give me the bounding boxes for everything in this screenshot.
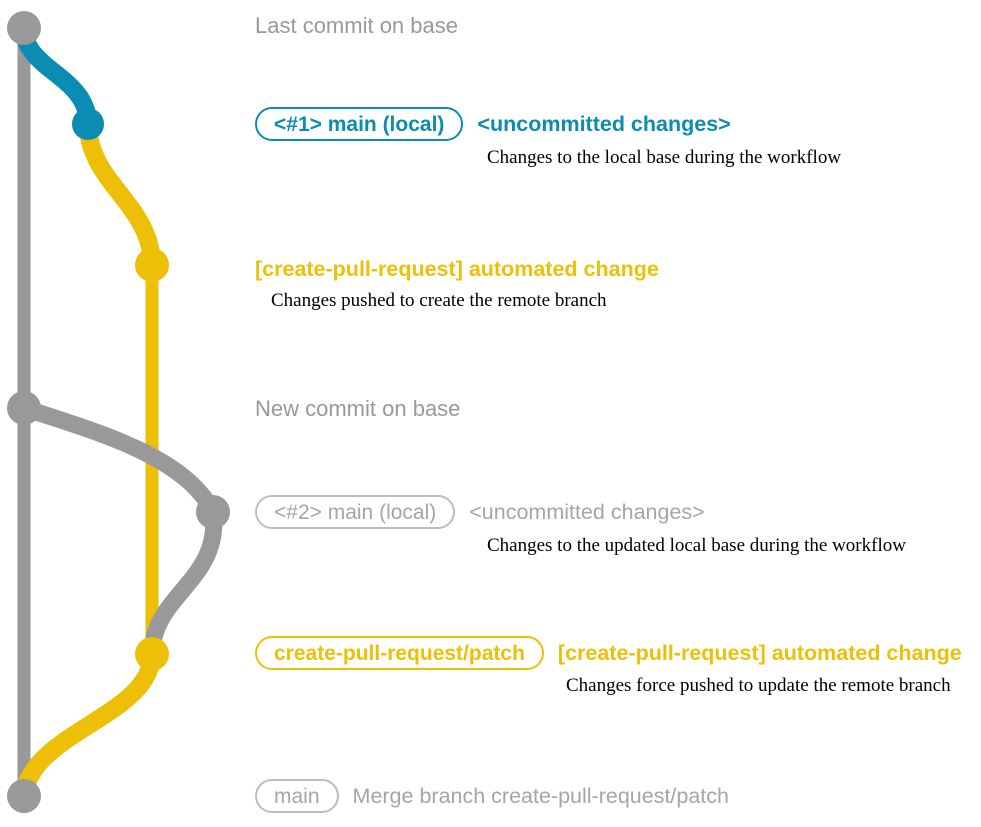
row-local-1: <#1> main (local) <uncommitted changes> bbox=[255, 107, 731, 141]
edge-automated2-to-merge bbox=[15, 645, 161, 805]
commit-message-merge-main: Merge branch create-pull-request/patch bbox=[352, 784, 729, 808]
note-automated-change-2: Changes force pushed to update the remot… bbox=[566, 675, 951, 696]
label-new-commit-on-base: New commit on base bbox=[255, 396, 461, 421]
row-automated-change-1: [create-pull-request] automated change bbox=[255, 252, 659, 286]
row-automated-change-2: create-pull-request/patch [create-pull-r… bbox=[255, 636, 962, 670]
note-local-1: Changes to the local base during the wor… bbox=[487, 147, 842, 168]
note-automated-change-1: Changes pushed to create the remote bran… bbox=[271, 290, 607, 311]
label-last-commit-on-base: Last commit on base bbox=[255, 13, 458, 38]
node-commit-local-2[interactable] bbox=[196, 495, 230, 529]
edge-newbase-to-local2 bbox=[15, 399, 222, 521]
node-commit-last-on-base[interactable] bbox=[7, 11, 41, 45]
node-commit-automated-2[interactable] bbox=[135, 637, 169, 671]
edge-local1-to-automated1 bbox=[79, 115, 161, 274]
edge-local2-to-automated2 bbox=[143, 503, 223, 663]
commit-message-automated-2: [create-pull-request] automated change bbox=[557, 641, 962, 665]
edge-base-to-local1 bbox=[15, 19, 97, 133]
branch-pill-create-pull-request-patch[interactable]: create-pull-request/patch bbox=[255, 636, 544, 670]
node-commit-merge-main[interactable] bbox=[7, 779, 41, 813]
row-local-2: <#2> main (local) <uncommitted changes> bbox=[255, 495, 705, 529]
commit-message-local-2: <uncommitted changes> bbox=[469, 500, 705, 524]
branch-pill-local-1[interactable]: <#1> main (local) bbox=[255, 107, 464, 141]
node-commit-new-on-base[interactable] bbox=[7, 391, 41, 425]
row-merge-main: main Merge branch create-pull-request/pa… bbox=[255, 779, 729, 813]
commit-message-automated-1: [create-pull-request] automated change bbox=[255, 257, 659, 281]
node-commit-automated-1[interactable] bbox=[135, 248, 169, 282]
commit-message-local-1: <uncommitted changes> bbox=[477, 112, 731, 136]
branch-pill-main[interactable]: main bbox=[255, 779, 339, 813]
note-local-2: Changes to the updated local base during… bbox=[487, 535, 906, 556]
branch-pill-local-2[interactable]: <#2> main (local) bbox=[255, 495, 456, 529]
node-commit-local-1[interactable] bbox=[72, 108, 104, 140]
